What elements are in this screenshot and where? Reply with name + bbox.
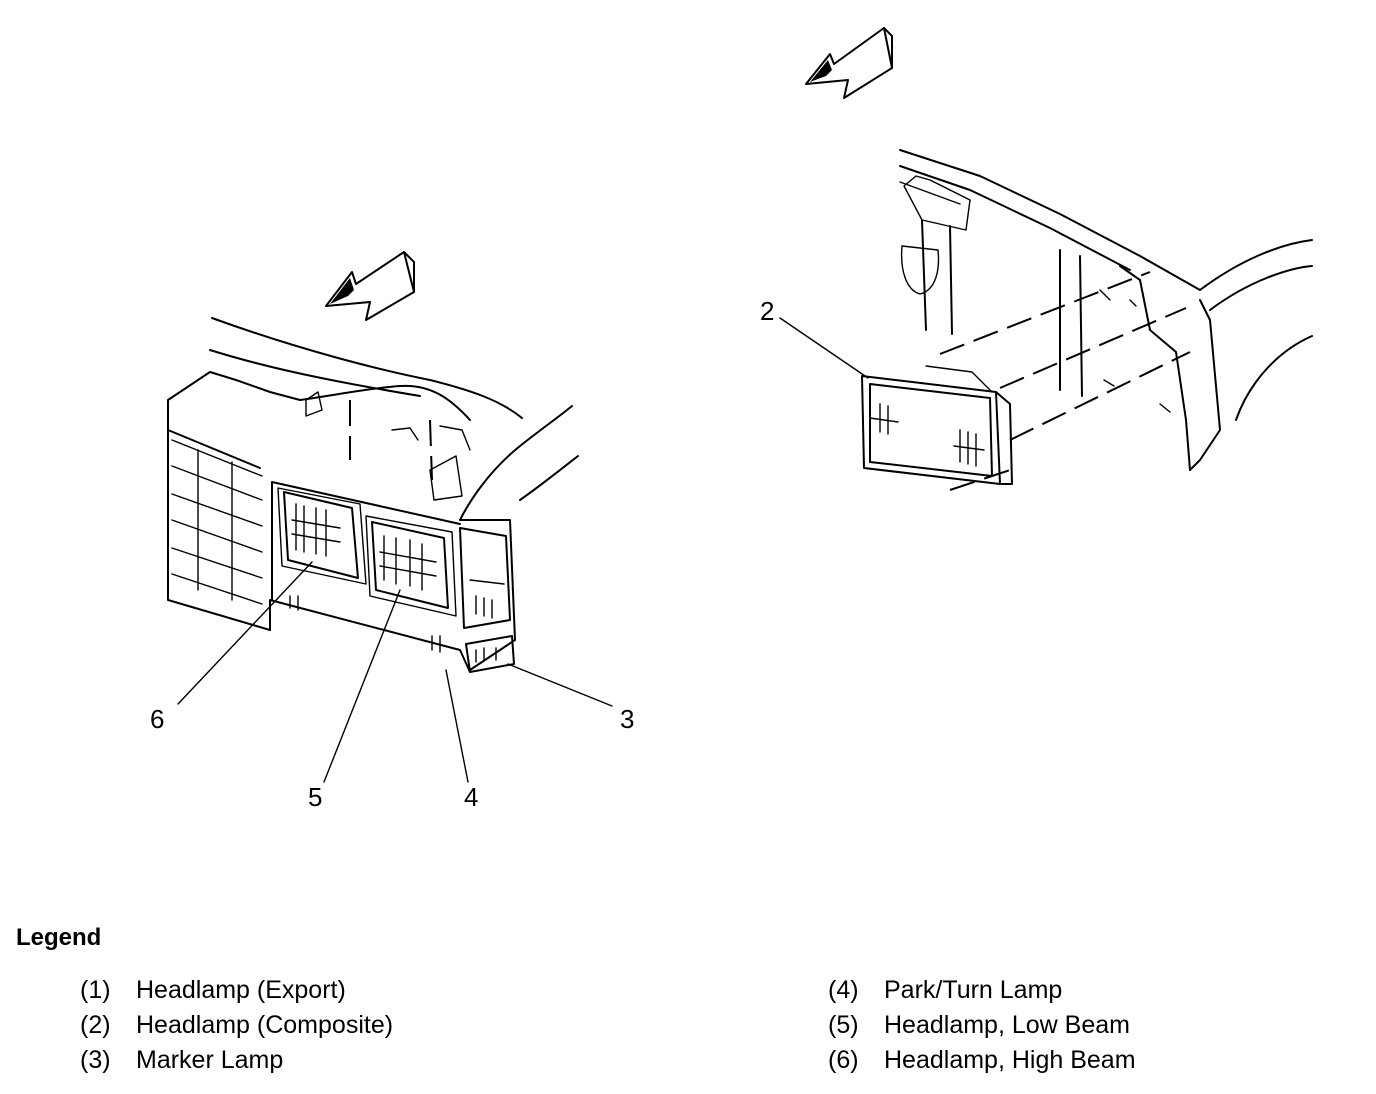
legend-item-label: Headlamp (Composite) <box>136 1011 394 1039</box>
legend-item-label: Headlamp, Low Beam <box>884 1011 1130 1039</box>
legend-item-label: Park/Turn Lamp <box>884 976 1063 1004</box>
legend-item-number: (4) <box>828 976 859 1004</box>
callout-leaders <box>177 317 869 783</box>
legend-title: Legend <box>16 924 102 951</box>
callout-3: 3 <box>620 704 634 734</box>
legend-item-number: (6) <box>828 1046 859 1074</box>
callout-4: 4 <box>464 782 478 812</box>
callout-2: 2 <box>760 296 774 326</box>
legend-item-label: Headlamp (Export) <box>136 976 346 1004</box>
legend-item: (5) Headlamp, Low Beam <box>828 1009 1136 1044</box>
legend-item-number: (5) <box>828 1011 859 1039</box>
legend-item: (1) Headlamp (Export) <box>80 974 393 1009</box>
legend-item: (4) Park/Turn Lamp <box>828 974 1136 1009</box>
legend-column-left: (1) Headlamp (Export) (2) Headlamp (Comp… <box>80 974 393 1079</box>
headlamp-diagram: 2 3 4 5 6 <box>150 27 1313 812</box>
legend-item-number: (1) <box>80 976 111 1004</box>
legend-item-number: (2) <box>80 1011 111 1039</box>
callout-5: 5 <box>308 782 322 812</box>
legend-item-label: Marker Lamp <box>136 1046 284 1074</box>
legend-item-number: (3) <box>80 1046 111 1074</box>
forward-arrow-left <box>325 251 415 321</box>
legend-item-label: Headlamp, High Beam <box>884 1046 1136 1074</box>
legend-item: (6) Headlamp, High Beam <box>828 1044 1136 1079</box>
legend-column-right: (4) Park/Turn Lamp (5) Headlamp, Low Bea… <box>828 974 1136 1079</box>
callout-6: 6 <box>150 704 164 734</box>
forward-arrow-right <box>805 27 893 99</box>
legend: Legend (1) Headlamp (Export) (2) Headlam… <box>16 924 1356 1074</box>
legend-item: (3) Marker Lamp <box>80 1044 393 1079</box>
front-end-right-view <box>861 149 1313 491</box>
front-end-left-view <box>167 317 579 673</box>
legend-item: (2) Headlamp (Composite) <box>80 1009 393 1044</box>
